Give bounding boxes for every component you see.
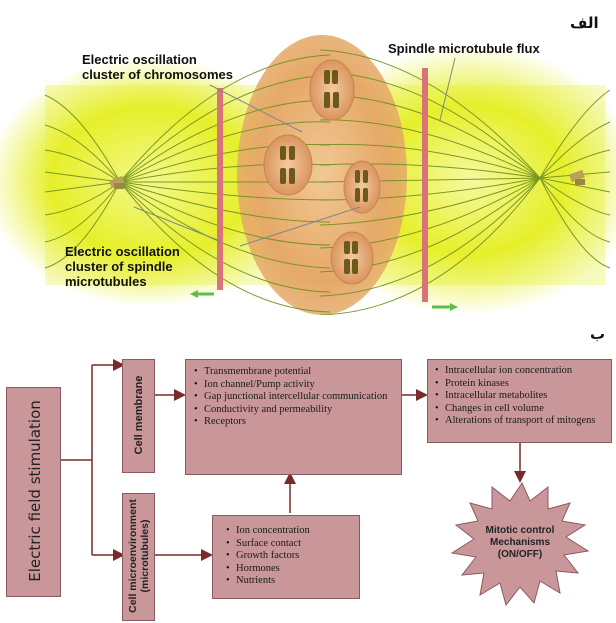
membrane-effects-list: Transmembrane potentialIon channel/Pump … — [193, 366, 395, 429]
microenvironment-factors-box: Ion concentrationSurface contactGrowth f… — [212, 515, 360, 599]
cell-membrane-label: Cell membrane — [133, 358, 145, 472]
microenvironment-factor-item: Hormones — [225, 563, 353, 576]
membrane-effect-item: Conductivity and permeability — [193, 404, 395, 417]
figure-a-spindle-illustration: الف Electric oscillation cluster of chro… — [0, 0, 616, 315]
figure-b-flow-diagram: ب Electric field stimulation Cell membra… — [0, 315, 616, 623]
intracellular-effect-item: Intracellular metabolites — [434, 390, 607, 403]
cell-microenvironment-box: Cell microenvironment (microtubules) — [122, 493, 155, 621]
microenvironment-factor-item: Surface contact — [225, 538, 353, 551]
spindle-cluster-label: Electric oscillation cluster of spindle … — [65, 244, 180, 289]
membrane-effects-box: Transmembrane potentialIon channel/Pump … — [185, 359, 402, 475]
microenvironment-factors-list: Ion concentrationSurface contactGrowth f… — [225, 525, 353, 588]
mitotic-control-label: Mitotic control Mechanisms (ON/OFF) — [465, 525, 575, 561]
chromosome-cell-left — [264, 135, 312, 195]
left-plate-bar — [217, 88, 223, 290]
intracellular-effect-item: Intracellular ion concentration — [434, 365, 607, 378]
membrane-effect-item: Transmembrane potential — [193, 366, 395, 379]
microenvironment-factor-item: Nutrients — [225, 575, 353, 588]
right-plate-bar — [422, 68, 428, 302]
chromosome-cluster-label: Electric oscillation cluster of chromoso… — [82, 52, 233, 82]
cell-microenvironment-label: Cell microenvironment (microtubules) — [127, 493, 151, 619]
panel-letter-a: الف — [570, 14, 599, 32]
chromosome-cell-top — [310, 60, 354, 120]
membrane-effect-item: Ion channel/Pump activity — [193, 379, 395, 392]
intracellular-effects-box: Intracellular ion concentrationProtein k… — [427, 359, 612, 443]
intracellular-effect-item: Alterations of transport of mitogens — [434, 415, 607, 428]
chromosome-cell-bottom — [331, 232, 373, 284]
stimulation-box: Electric field stimulation — [6, 387, 61, 597]
intracellular-effect-item: Protein kinases — [434, 378, 607, 391]
intracellular-effects-list: Intracellular ion concentrationProtein k… — [434, 365, 607, 428]
microenvironment-factor-item: Ion concentration — [225, 525, 353, 538]
cell-membrane-box: Cell membrane — [122, 359, 155, 473]
microenvironment-factor-item: Growth factors — [225, 550, 353, 563]
intracellular-effect-item: Changes in cell volume — [434, 403, 607, 416]
spindle-flux-label: Spindle microtubule flux — [388, 41, 540, 56]
membrane-effect-item: Gap junctional intercellular communicati… — [193, 391, 395, 404]
chromosome-cell-right — [344, 161, 380, 213]
membrane-effect-item: Receptors — [193, 416, 395, 429]
stimulation-label: Electric field stimulation — [26, 386, 44, 596]
